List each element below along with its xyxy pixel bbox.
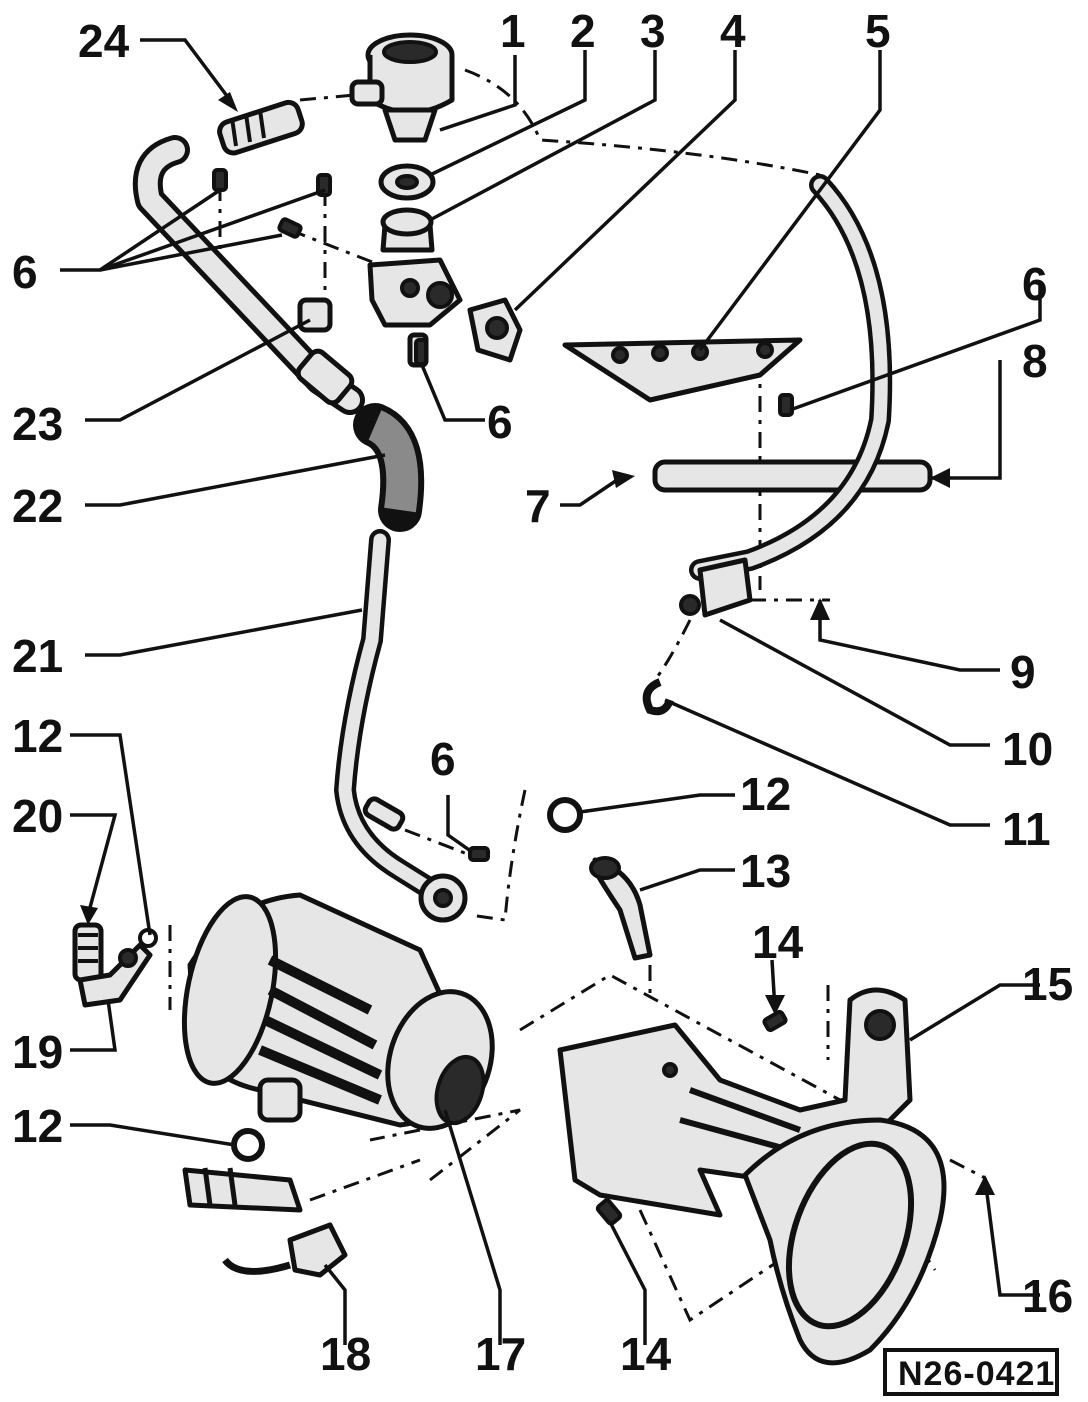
callout-labels: 24 1 2 3 4 5 6 6 6 23 22 7 8 9 21 10 12 …	[12, 5, 1073, 1380]
part-14-bolts	[595, 1009, 788, 1226]
callout-16: 16	[1022, 1270, 1073, 1322]
callout-22: 22	[12, 480, 63, 532]
callout-6-middle: 6	[430, 733, 456, 785]
callout-8: 8	[1022, 335, 1048, 387]
part-23-air-hose	[132, 135, 365, 415]
callout-3: 3	[640, 5, 666, 57]
callout-15: 15	[1022, 958, 1073, 1010]
part-3-connecting-pipe	[367, 207, 463, 368]
part-24-hose-clamp	[217, 99, 305, 156]
reference-code-text: N26-0421	[898, 1355, 1055, 1393]
callout-24: 24	[78, 15, 130, 67]
part-10-holder	[679, 557, 753, 618]
callout-6-valve: 6	[487, 396, 513, 448]
part-22-elbow	[353, 403, 425, 532]
callout-19: 19	[12, 1026, 63, 1078]
part-21-hose	[333, 529, 468, 923]
callout-14-top: 14	[752, 916, 804, 968]
part-7-pipe	[652, 174, 933, 581]
callout-10: 10	[1002, 723, 1053, 775]
callout-18: 18	[320, 1328, 371, 1380]
callout-1: 1	[500, 5, 526, 57]
callout-12-bottom-left: 12	[12, 1100, 63, 1152]
callout-11: 11	[1002, 803, 1051, 855]
part-12-o-ring-right	[547, 797, 583, 833]
part-18-connector	[222, 1222, 348, 1278]
callout-9: 9	[1010, 646, 1036, 698]
part-11-clip	[642, 678, 674, 716]
callout-7: 7	[525, 480, 551, 532]
callout-17: 17	[475, 1328, 526, 1380]
part-12-o-ring-left	[182, 1128, 303, 1213]
part-5-bracket-plate	[562, 337, 803, 403]
part-2-seal	[378, 163, 436, 201]
callout-20: 20	[12, 790, 63, 842]
callout-21: 21	[12, 630, 63, 682]
part-13-hose-nozzle	[589, 856, 653, 961]
callout-4: 4	[720, 5, 746, 57]
part-4-connector	[467, 297, 523, 363]
callout-23: 23	[12, 398, 63, 450]
callout-6-left: 6	[12, 246, 38, 298]
callout-2: 2	[570, 5, 596, 57]
reference-code: N26-0421	[883, 1348, 1059, 1396]
callout-6-right: 6	[1022, 258, 1048, 310]
callout-13: 13	[740, 845, 791, 897]
part-20-bolt	[72, 922, 104, 983]
part-19-bracket	[77, 928, 158, 1008]
part-16-mounting-plate	[742, 1117, 947, 1366]
callout-14-bottom: 14	[620, 1328, 672, 1380]
part-17-air-pump	[181, 892, 495, 1131]
leader-lines	[60, 38, 1042, 1345]
part-1-combination-valve	[349, 32, 455, 143]
callout-12-top-left: 12	[12, 710, 63, 762]
part-6-bolts	[212, 168, 794, 862]
callout-5: 5	[865, 5, 891, 57]
callout-12-right: 12	[740, 768, 791, 820]
